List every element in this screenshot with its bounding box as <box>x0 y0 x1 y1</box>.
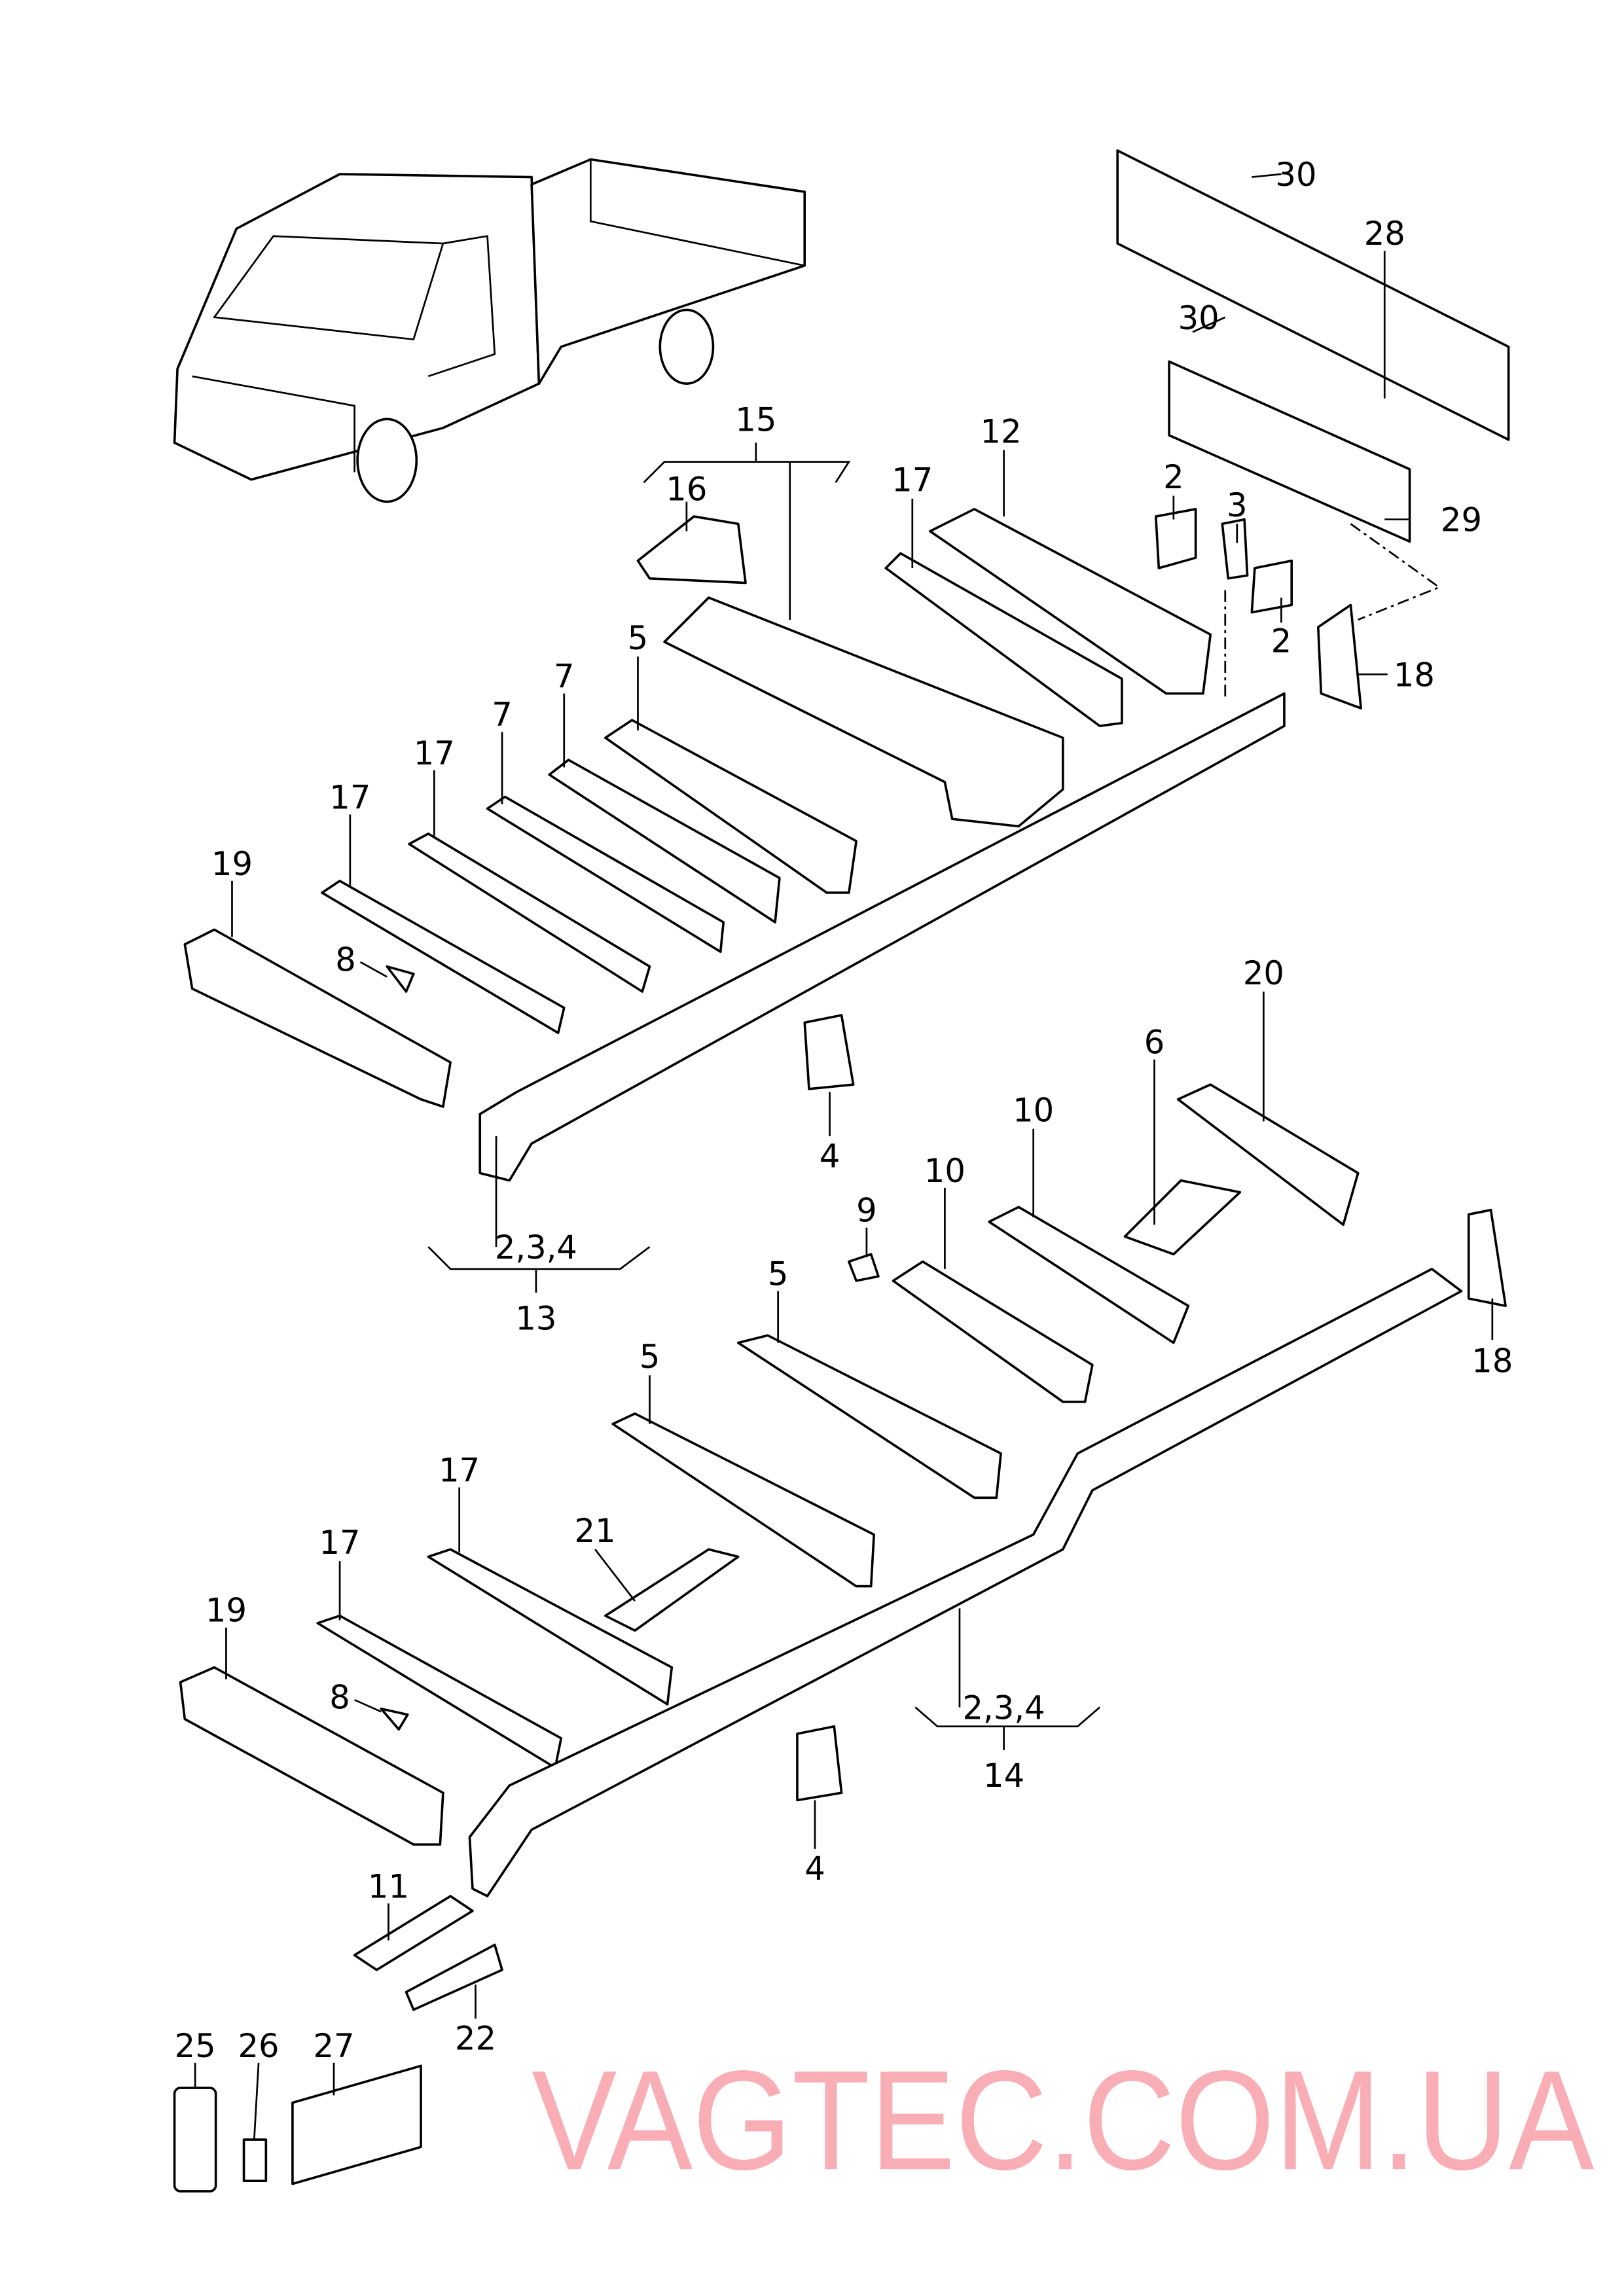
callout-2-3-4: 2,3,4 <box>963 1689 1045 1727</box>
callout-2-3-4: 2,3,4 <box>495 1229 577 1266</box>
callout-9: 9 <box>856 1192 877 1230</box>
callout-10: 10 <box>1013 1091 1054 1129</box>
callout-17: 17 <box>319 1524 361 1562</box>
lower-frame-parts <box>173 1083 1507 2193</box>
callout-16: 16 <box>666 470 707 508</box>
callout-29: 29 <box>1441 501 1482 539</box>
callout-4: 4 <box>804 1850 825 1888</box>
callout-17: 17 <box>892 461 933 499</box>
callout-28: 28 <box>1364 215 1405 253</box>
callout-5: 5 <box>640 1338 660 1376</box>
callout-18: 18 <box>1471 1342 1513 1380</box>
callout-30: 30 <box>1275 156 1316 194</box>
callout-3: 3 <box>1227 486 1248 524</box>
callout-25: 25 <box>175 2027 216 2065</box>
callout-2: 2 <box>1163 458 1184 496</box>
callout-17: 17 <box>439 1452 480 1490</box>
callout-11: 11 <box>368 1867 409 1905</box>
callout-10: 10 <box>924 1152 965 1190</box>
callout-labels: 30 28 30 29 15 12 16 17 2 3 2 18 5 7 7 1… <box>175 156 1513 2065</box>
watermark: VAGTEC.COM.UA <box>532 2041 1594 2199</box>
vehicle-illustration <box>173 158 806 503</box>
callout-14: 14 <box>983 1757 1024 1795</box>
upper-frame-parts <box>183 149 1510 1182</box>
callout-19: 19 <box>206 1592 247 1630</box>
callout-21: 21 <box>575 1512 616 1550</box>
callout-7: 7 <box>554 658 575 696</box>
callout-4: 4 <box>820 1137 840 1175</box>
callout-18: 18 <box>1394 656 1435 694</box>
callout-22: 22 <box>455 2019 496 2057</box>
callout-2: 2 <box>1271 622 1292 660</box>
callout-17: 17 <box>414 734 455 772</box>
callout-6: 6 <box>1144 1024 1165 1062</box>
callout-19: 19 <box>211 845 253 883</box>
callout-26: 26 <box>238 2027 280 2065</box>
callout-13: 13 <box>515 1299 556 1337</box>
callout-27: 27 <box>313 2027 354 2065</box>
callout-8: 8 <box>329 1679 350 1717</box>
callout-20: 20 <box>1243 954 1284 992</box>
callout-8: 8 <box>335 941 356 978</box>
callout-30: 30 <box>1178 299 1219 337</box>
callout-15: 15 <box>735 401 776 439</box>
callout-5: 5 <box>628 619 649 657</box>
callout-17: 17 <box>329 778 370 816</box>
callout-5: 5 <box>768 1255 789 1293</box>
callout-7: 7 <box>492 696 513 734</box>
leader-lines <box>194 173 1494 2140</box>
callout-12: 12 <box>981 412 1022 450</box>
